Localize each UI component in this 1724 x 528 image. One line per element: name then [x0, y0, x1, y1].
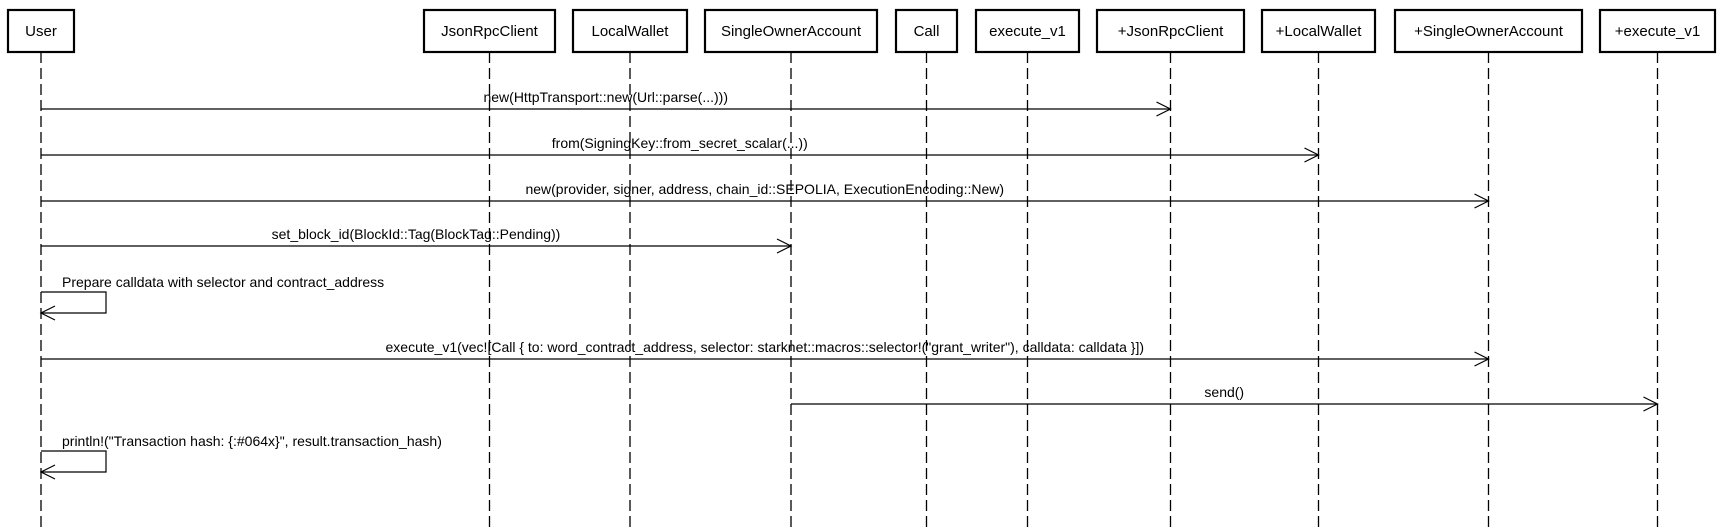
participant-label-localwallet: LocalWallet: [592, 23, 670, 40]
arrowhead: [1643, 396, 1659, 412]
participant-box-user: [6, 8, 76, 54]
message-label: send(): [1204, 384, 1244, 400]
arrowhead: [776, 238, 793, 254]
arrowhead: [1304, 147, 1320, 163]
message-2: from(SigningKey::from_secret_scalar(...)…: [41, 135, 1320, 163]
arrowhead: [1474, 193, 1490, 209]
arrowhead: [39, 305, 56, 321]
participant-label-execute_v1: execute_v1: [989, 23, 1066, 40]
self-message-line: [41, 291, 107, 314]
message-8: println!("Transaction hash: {:#064x}", r…: [39, 433, 442, 480]
message-5: Prepare calldata with selector and contr…: [39, 274, 384, 321]
arrowhead: [1156, 101, 1172, 117]
participant-label-new_jsonrpcclient: +JsonRpcClient: [1118, 23, 1224, 40]
participant-label-new_localwallet: +LocalWallet: [1276, 23, 1363, 40]
participant-label-call: Call: [914, 23, 940, 40]
message-3: new(provider, signer, address, chain_id:…: [41, 181, 1490, 209]
participant-box-jsonrpcclient: [422, 8, 557, 54]
participant-box-new_localwallet: [1260, 8, 1377, 54]
participant-label-user: User: [25, 23, 57, 40]
participant-label-jsonrpcclient: JsonRpcClient: [441, 23, 539, 40]
participant-label-new_singleowneraccount: +SingleOwnerAccount: [1414, 23, 1564, 40]
message-4: set_block_id(BlockId::Tag(BlockTag::Pend…: [41, 226, 793, 254]
participant-box-execute_v1: [974, 8, 1081, 54]
message-label: execute_v1(vec![Call { to: word_contract…: [386, 339, 1145, 355]
message-label: new(HttpTransport::new(Url::parse(...))): [483, 89, 728, 105]
message-label: println!("Transaction hash: {:#064x}", r…: [62, 433, 442, 449]
participant-box-new_singleowneraccount: [1393, 8, 1584, 54]
participant-label-singleowneraccount: SingleOwnerAccount: [721, 23, 862, 40]
participant-box-new_execute_v1: [1598, 8, 1717, 54]
message-label: set_block_id(BlockId::Tag(BlockTag::Pend…: [272, 226, 561, 242]
participant-box-localwallet: [571, 8, 689, 54]
participant-box-call: [894, 8, 959, 54]
arrowhead: [1474, 351, 1490, 367]
message-label: new(provider, signer, address, chain_id:…: [525, 181, 1004, 197]
message-6: execute_v1(vec![Call { to: word_contract…: [41, 339, 1490, 367]
message-1: new(HttpTransport::new(Url::parse(...))): [41, 89, 1172, 117]
message-7: send(): [791, 384, 1659, 412]
self-message-line: [41, 450, 107, 473]
arrowhead: [39, 464, 56, 480]
message-label: Prepare calldata with selector and contr…: [62, 274, 384, 290]
message-label: from(SigningKey::from_secret_scalar(...)…: [552, 135, 808, 151]
participant-label-new_execute_v1: +execute_v1: [1615, 23, 1700, 40]
participant-box-singleowneraccount: [703, 8, 879, 54]
participant-box-new_jsonrpcclient: [1095, 8, 1246, 54]
